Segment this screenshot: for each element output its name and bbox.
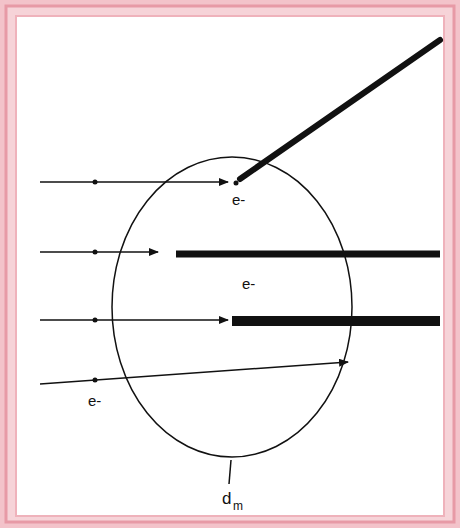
- sensitive-volume: [112, 157, 352, 457]
- track-label: e-: [88, 393, 101, 408]
- track-label: m: [233, 500, 243, 512]
- incident-electron: [40, 319, 228, 321]
- incident-electron: [40, 251, 158, 253]
- track-label: e-: [242, 276, 255, 291]
- leader-line: [229, 460, 231, 484]
- incident-electron: [40, 362, 348, 384]
- track-label: e-: [232, 192, 245, 207]
- incident-electron: [40, 181, 228, 183]
- secondary-track: [240, 40, 440, 179]
- secondary-track: [176, 251, 440, 258]
- track-dot: [93, 378, 98, 383]
- white-ground: [16, 16, 444, 516]
- track-dot: [93, 180, 98, 185]
- track-dot: [93, 318, 98, 323]
- track-label: d: [222, 490, 231, 507]
- interaction-point: [234, 181, 239, 186]
- secondary-track: [232, 316, 440, 326]
- pink-frame: [6, 6, 454, 522]
- track-dot: [93, 250, 98, 255]
